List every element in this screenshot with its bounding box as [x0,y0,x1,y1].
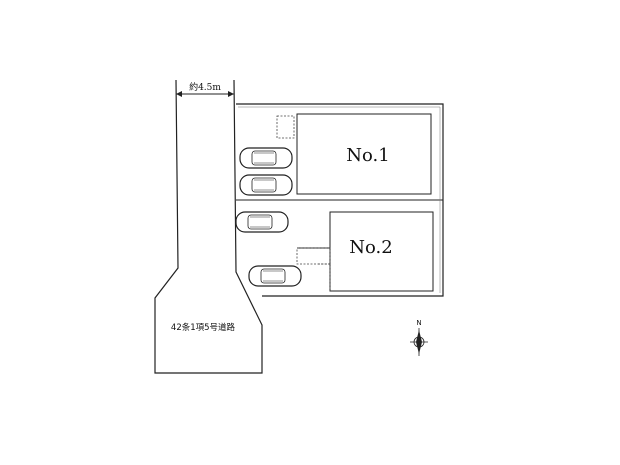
road-designation-label: 42条1項5号道路 [171,322,236,333]
north-label: N [416,319,421,327]
lot-1-porch [276,115,295,139]
lot-2-label: No.2 [349,237,392,258]
parking-car-1 [239,147,293,169]
lot-2-porch [296,247,331,265]
lot-1-building [296,113,432,195]
parking-car-3 [235,211,289,233]
parking-car-2 [239,174,293,196]
road-width-label: 約4.5m [189,81,221,93]
lot-1-label: No.1 [346,145,389,166]
road-width-dimension [176,91,234,97]
road-outline [154,79,263,374]
parking-car-4 [248,265,302,287]
north-arrow-icon [410,328,428,356]
